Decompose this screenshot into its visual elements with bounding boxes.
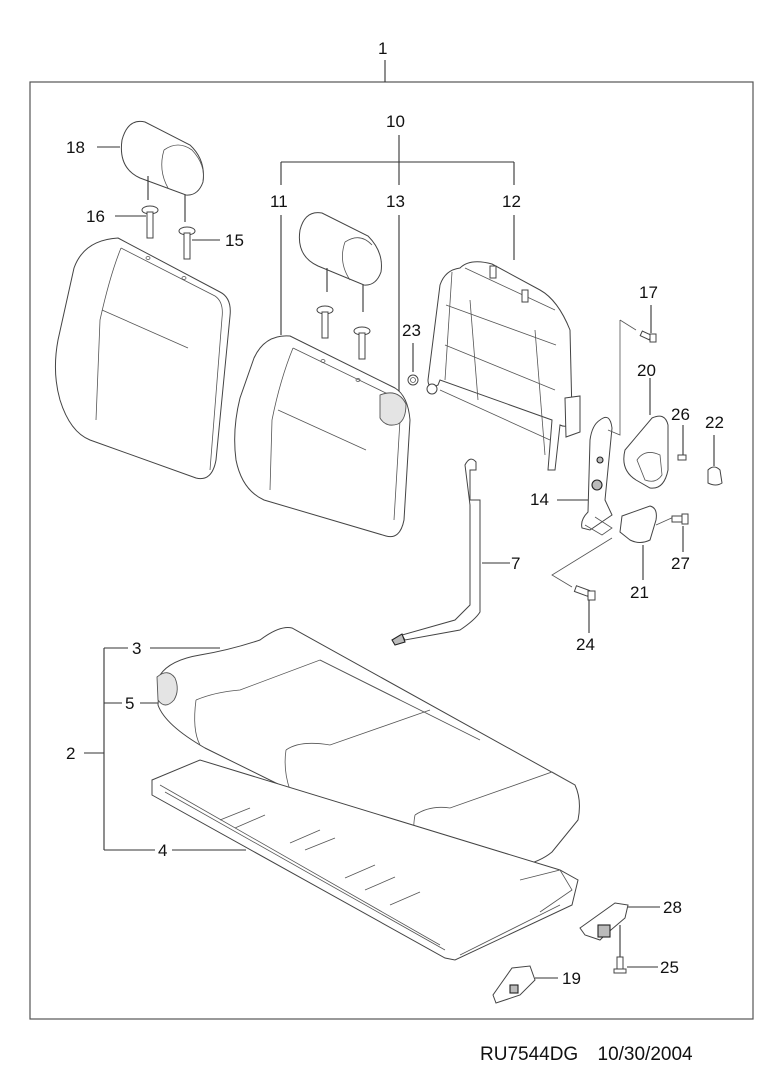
- recliner-cover: [623, 378, 669, 489]
- seat-back-frame: [426, 261, 581, 471]
- cap: [707, 435, 723, 486]
- leader-2-bracket: [84, 647, 246, 851]
- callout-13: 13: [386, 192, 405, 211]
- assembly-frame: [29, 81, 754, 1020]
- drawing-footer: RU7544DG 10/30/2004: [480, 1044, 707, 1066]
- lever-handle: [619, 505, 677, 580]
- drawing-date: 10/30/2004: [597, 1044, 693, 1065]
- callout-18: 18: [66, 138, 85, 157]
- callout-16: 16: [86, 207, 105, 226]
- headrest-middle: [298, 212, 382, 360]
- belt-strap: [391, 458, 510, 646]
- drawing-code: RU7544DG: [480, 1044, 579, 1065]
- callout-21: 21: [630, 583, 649, 602]
- callout-25: 25: [660, 958, 679, 977]
- seat-cushion-frame: [151, 759, 579, 961]
- callout-24: 24: [576, 635, 595, 654]
- callout-14: 14: [530, 490, 549, 509]
- headrest-guide-left: [115, 205, 159, 239]
- callout-4: 4: [158, 841, 168, 860]
- striker-bracket: [492, 965, 558, 1004]
- callout-11: 11: [270, 192, 288, 211]
- seat-back-left: [54, 237, 231, 480]
- callout-10: 10: [386, 112, 405, 131]
- callout-15: 15: [225, 231, 244, 250]
- callout-28: 28: [663, 898, 682, 917]
- screw-27: [671, 513, 689, 552]
- callout-12: 12: [502, 192, 521, 211]
- callout-27: 27: [671, 554, 690, 573]
- screw-26: [677, 425, 687, 461]
- seat-back-middle: [234, 335, 411, 538]
- callout-3: 3: [132, 639, 142, 658]
- callout-5: 5: [125, 694, 135, 713]
- callout-23: 23: [402, 321, 421, 340]
- headrest-left: [97, 120, 204, 222]
- seat-cushion: [156, 627, 580, 869]
- headrest-guide-lock-left: [178, 226, 220, 260]
- callout-2: 2: [66, 744, 76, 763]
- callout-22: 22: [705, 413, 724, 432]
- callout-19: 19: [562, 969, 581, 988]
- bushing: [407, 343, 419, 386]
- leader-10-bracket: [280, 135, 515, 395]
- callout-7: 7: [511, 554, 521, 573]
- callout-17: 17: [639, 283, 658, 302]
- callout-26: 26: [671, 405, 690, 424]
- bolt-24: [573, 585, 596, 633]
- callout-1: 1: [378, 39, 388, 58]
- bolt-17: [639, 305, 657, 343]
- recliner: [551, 319, 637, 588]
- callout-20: 20: [637, 361, 656, 380]
- hinge-bracket: [579, 902, 660, 974]
